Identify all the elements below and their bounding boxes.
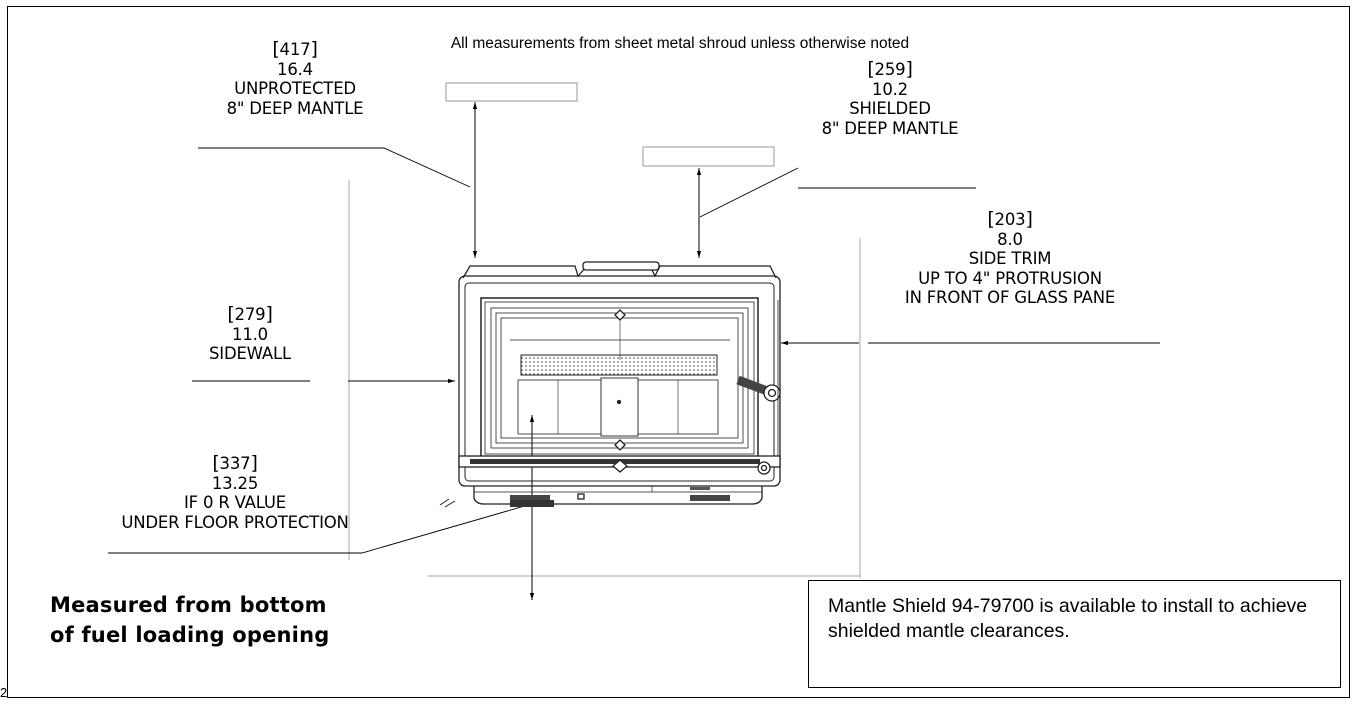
leader-lines [108,147,1160,554]
callout-shielded-mantle: [259] 10.2 SHIELDED 8" DEEP MANTLE [785,59,995,138]
measured-line: of fuel loading opening [50,623,330,647]
metric-value: 203 [994,210,1026,229]
metric-value: 279 [234,305,266,324]
callout-line: 8" DEEP MANTLE [226,98,364,118]
dimension-arrows [348,102,859,600]
general-note: All measurements from sheet metal shroud… [450,35,910,52]
callout-line: SIDE TRIM [968,249,1052,268]
callout-side-trim: [203] 8.0 SIDE TRIM UP TO 4" PROTRUSION … [865,209,1155,308]
callout-line: IF 0 R VALUE [183,493,287,512]
callout-line: 8" DEEP MANTLE [821,118,959,138]
callout-unprotected-mantle: [417] 16.4 UNPROTECTED 8" DEEP MANTLE [190,39,400,118]
inches-value: 8.0 [997,229,1023,249]
reference-lines [348,180,861,578]
mantle-shield-note: Mantle Shield 94-79700 is available to i… [808,580,1341,688]
inches-value: 16.4 [277,59,313,79]
callout-line: SHIELDED [849,99,931,118]
inches-value: 10.2 [872,79,908,99]
callout-line: UP TO 4" PROTRUSION [918,268,1102,288]
callout-line: SIDEWALL [209,344,291,363]
fireplace-insert [439,261,781,508]
page-number: 2 [0,685,8,700]
metric-value: 417 [279,40,311,59]
inches-value: 13.25 [211,473,259,493]
callout-line: UNPROTECTED [234,79,356,98]
placeholder-box-right [642,146,775,167]
metric-value: 337 [219,454,251,473]
measured-from-note: Measured from bottom of fuel loading ope… [50,590,329,650]
inches-value: 11.0 [232,324,268,344]
measured-line: Measured from bottom [50,593,327,617]
placeholder-box-left [445,82,578,102]
callout-floor-protection: [337] 13.25 IF 0 R VALUE UNDER FLOOR PRO… [110,453,360,532]
metric-value: 259 [874,60,906,79]
callout-line: IN FRONT OF GLASS PANE [904,288,1116,307]
drawing-frame [7,6,1350,698]
callout-sidewall: [279] 11.0 SIDEWALL [190,304,310,364]
callout-line: UNDER FLOOR PROTECTION [121,512,349,532]
